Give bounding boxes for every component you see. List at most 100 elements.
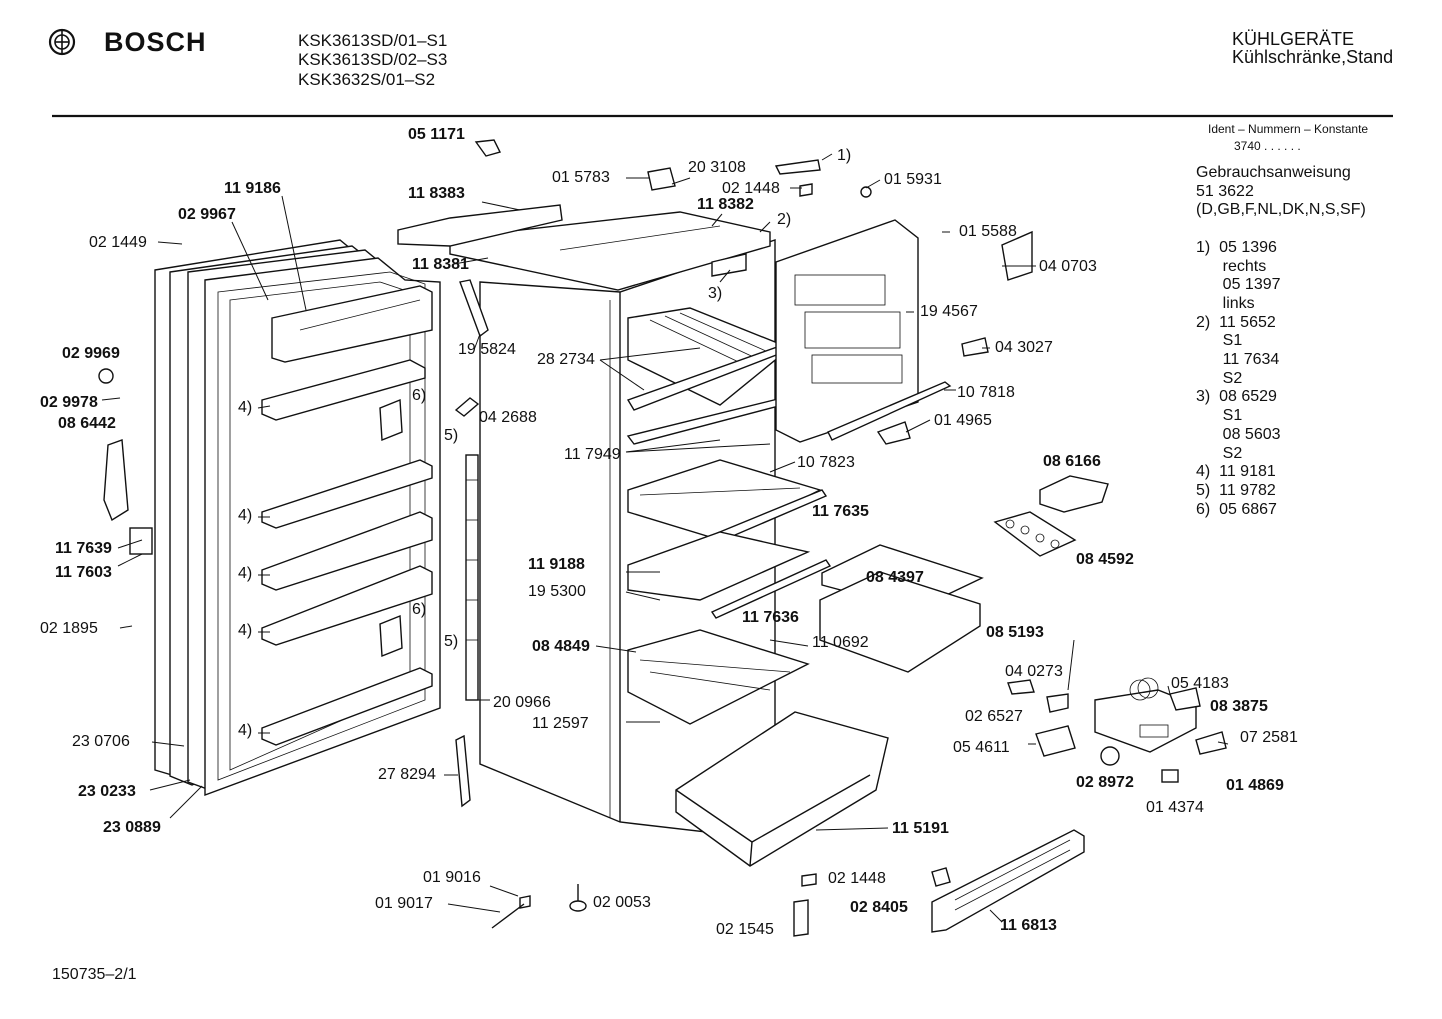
ident-label: Ident – Nummern – Konstante <box>1208 122 1369 136</box>
part-label: 01 4965 <box>934 412 992 429</box>
part-label: 02 1895 <box>40 620 98 637</box>
part-label: 08 4592 <box>1076 551 1134 568</box>
part-label: 11 6813 <box>1000 917 1057 934</box>
hinge-bracket <box>103 439 129 522</box>
part-label: 23 0233 <box>78 783 136 800</box>
legend-line: rechts <box>1196 257 1267 275</box>
cabinet-body <box>397 204 889 867</box>
part-label: 02 8405 <box>850 899 908 916</box>
part-label: 11 2597 <box>532 715 589 732</box>
part-label: 01 4374 <box>1146 799 1204 816</box>
part-040703 <box>1001 230 1033 281</box>
legend-line: (D,GB,F,NL,DK,N,S,SF) <box>1196 201 1366 219</box>
part-label: 02 0053 <box>593 894 651 911</box>
legend-line: 6) 05 6867 <box>1196 500 1277 518</box>
part-040273 <box>1007 679 1035 695</box>
part-label: 01 9017 <box>375 895 433 912</box>
part-label: 08 5193 <box>986 624 1044 641</box>
drawing-number: 150735–2/1 <box>52 966 137 983</box>
part-label: 19 5300 <box>528 583 586 600</box>
legend-line: S2 <box>1196 369 1243 387</box>
part-021448b <box>801 873 817 887</box>
part-label: 01 5588 <box>959 223 1017 240</box>
part-label: 11 8381 <box>412 256 469 273</box>
bracket-042688 <box>454 397 480 417</box>
part-label: 04 2688 <box>479 409 537 426</box>
part-label: 11 5191 <box>892 820 949 837</box>
part-label: 08 3875 <box>1210 698 1268 715</box>
part-label: 01 5931 <box>884 171 942 188</box>
part-label: 01 5783 <box>552 169 610 186</box>
part-015931 <box>860 186 872 198</box>
legend-line: links <box>1196 294 1255 312</box>
part-label: 20 3108 <box>688 159 746 176</box>
part-label: 6) <box>412 601 427 618</box>
shelf-strip-117636 <box>710 559 832 619</box>
legend-line: 1) 05 1396 <box>1196 238 1277 256</box>
part-072581 <box>1195 731 1227 755</box>
part-015783 <box>647 167 676 191</box>
part-label: 10 7823 <box>797 454 855 471</box>
part-label: 4) <box>238 399 253 416</box>
part-label: 4) <box>238 722 253 739</box>
part-label: 04 0703 <box>1039 258 1097 275</box>
door-shelf-4 <box>261 565 433 646</box>
legend-line: 4) 11 9181 <box>1196 463 1276 481</box>
legend-line: 5) 11 9782 <box>1196 481 1276 499</box>
part-label: 05 1171 <box>408 126 465 143</box>
part-label: 08 4849 <box>532 638 590 655</box>
part-label: 01 4869 <box>1226 777 1284 794</box>
part-label: 11 7949 <box>564 446 621 463</box>
part-label: 08 4397 <box>866 569 924 586</box>
ident-value: 3740 . . . . . . <box>1234 139 1301 153</box>
part-026527 <box>1046 693 1069 713</box>
part-label: 05 4611 <box>953 739 1010 756</box>
part-label: 11 0692 <box>812 634 869 651</box>
part-label: 02 6527 <box>965 708 1023 725</box>
legend-line: 11 7634 <box>1196 351 1280 369</box>
part-3 <box>711 253 747 277</box>
door-hinge-plate <box>129 527 153 555</box>
door-shelf-2 <box>261 459 433 529</box>
shelf-glass-2 <box>627 531 811 601</box>
cap-029969 <box>98 368 114 384</box>
part-label: 27 8294 <box>378 766 436 783</box>
part-label: 11 7603 <box>55 564 112 581</box>
part-label: 08 6442 <box>58 415 116 432</box>
part-label: 11 7639 <box>55 540 112 557</box>
clip-upper <box>379 398 403 442</box>
part-label: 02 9967 <box>178 206 236 223</box>
shelf-wire-1 <box>627 307 792 406</box>
top-rail-118383 <box>397 204 563 247</box>
part-label: 08 6166 <box>1043 453 1101 470</box>
part-label: 4) <box>238 507 253 524</box>
part-label: 5) <box>444 633 459 650</box>
door-assembly <box>98 239 441 797</box>
door-shelf-5 <box>261 667 433 746</box>
clip-lower <box>379 614 403 658</box>
part-label: 01 9016 <box>423 869 481 886</box>
part-label: 11 7636 <box>742 609 799 626</box>
knob-014965 <box>876 421 911 445</box>
legend-line: S1 <box>1196 332 1243 350</box>
drawer-085193 <box>819 571 981 673</box>
part-label: 11 7635 <box>812 503 869 520</box>
feet <box>491 884 587 929</box>
bosch-logo <box>48 28 76 61</box>
legend-line: 08 5603 <box>1196 425 1281 443</box>
kick-plate-116813 <box>931 829 1085 933</box>
rod-278294 <box>455 734 471 808</box>
part-label: 05 4183 <box>1171 675 1229 692</box>
category-title: KÜHLGERÄTE <box>1232 29 1355 49</box>
model-number: KSK3613SD/02–S3 <box>298 50 448 69</box>
part-label: 11 9186 <box>224 180 281 197</box>
part-label: 02 1449 <box>89 234 147 251</box>
legend-line: Gebrauchsanweisung <box>1196 164 1351 181</box>
part-021448a <box>799 183 813 197</box>
part-label: 1) <box>837 147 852 164</box>
part-label: 11 8383 <box>408 185 465 202</box>
part-label: 10 7818 <box>957 384 1015 401</box>
legend-line: 3) 08 6529 <box>1196 388 1277 406</box>
part-054611 <box>1035 725 1076 757</box>
part-label: 02 1545 <box>716 921 774 938</box>
